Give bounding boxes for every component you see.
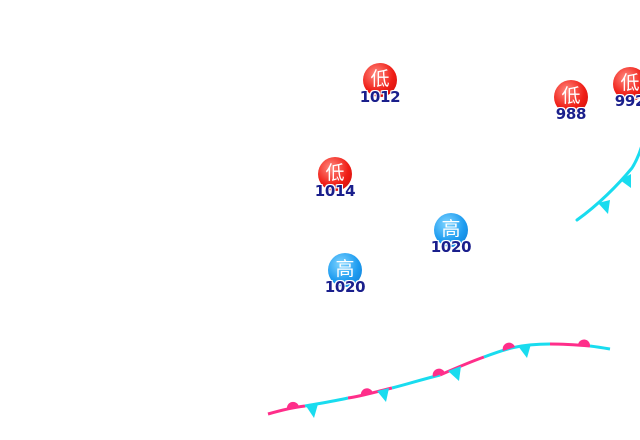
cold-front	[575, 146, 640, 222]
front-triangle	[518, 344, 531, 358]
low-pressure-icon: 低	[363, 63, 397, 97]
front-triangle	[448, 366, 461, 381]
low-pressure-center[interactable]: 低 1014	[305, 157, 365, 200]
pressure-label: 988	[555, 105, 587, 123]
high-pressure-center[interactable]: 高 1020	[315, 253, 375, 296]
pressure-label: 992	[614, 92, 640, 110]
pressure-label: 1020	[430, 238, 472, 256]
low-pressure-icon: 低	[318, 157, 352, 191]
front-semicircle	[286, 401, 299, 409]
stationary-front	[267, 339, 611, 418]
low-pressure-icon: 低	[613, 67, 640, 101]
pressure-label: 1020	[324, 278, 366, 296]
front-semicircle	[502, 342, 515, 351]
front-triangle	[598, 200, 610, 214]
front-triangle	[377, 388, 389, 402]
low-pressure-center[interactable]: 低 1012	[350, 63, 410, 106]
high-pressure-center[interactable]: 高 1020	[421, 213, 481, 256]
low-pressure-icon: 低	[554, 80, 588, 114]
front-semicircle	[432, 368, 445, 377]
front-semicircle	[360, 388, 373, 396]
high-pressure-icon: 高	[434, 213, 468, 247]
low-pressure-center[interactable]: 低 992	[600, 67, 640, 110]
high-pressure-icon: 高	[328, 253, 362, 287]
pressure-label: 1014	[314, 182, 356, 200]
low-pressure-center[interactable]: 低 988	[541, 80, 601, 123]
front-triangle	[306, 404, 318, 418]
front-semicircle	[578, 339, 591, 346]
front-triangle	[620, 174, 631, 188]
pressure-label: 1012	[359, 88, 401, 106]
